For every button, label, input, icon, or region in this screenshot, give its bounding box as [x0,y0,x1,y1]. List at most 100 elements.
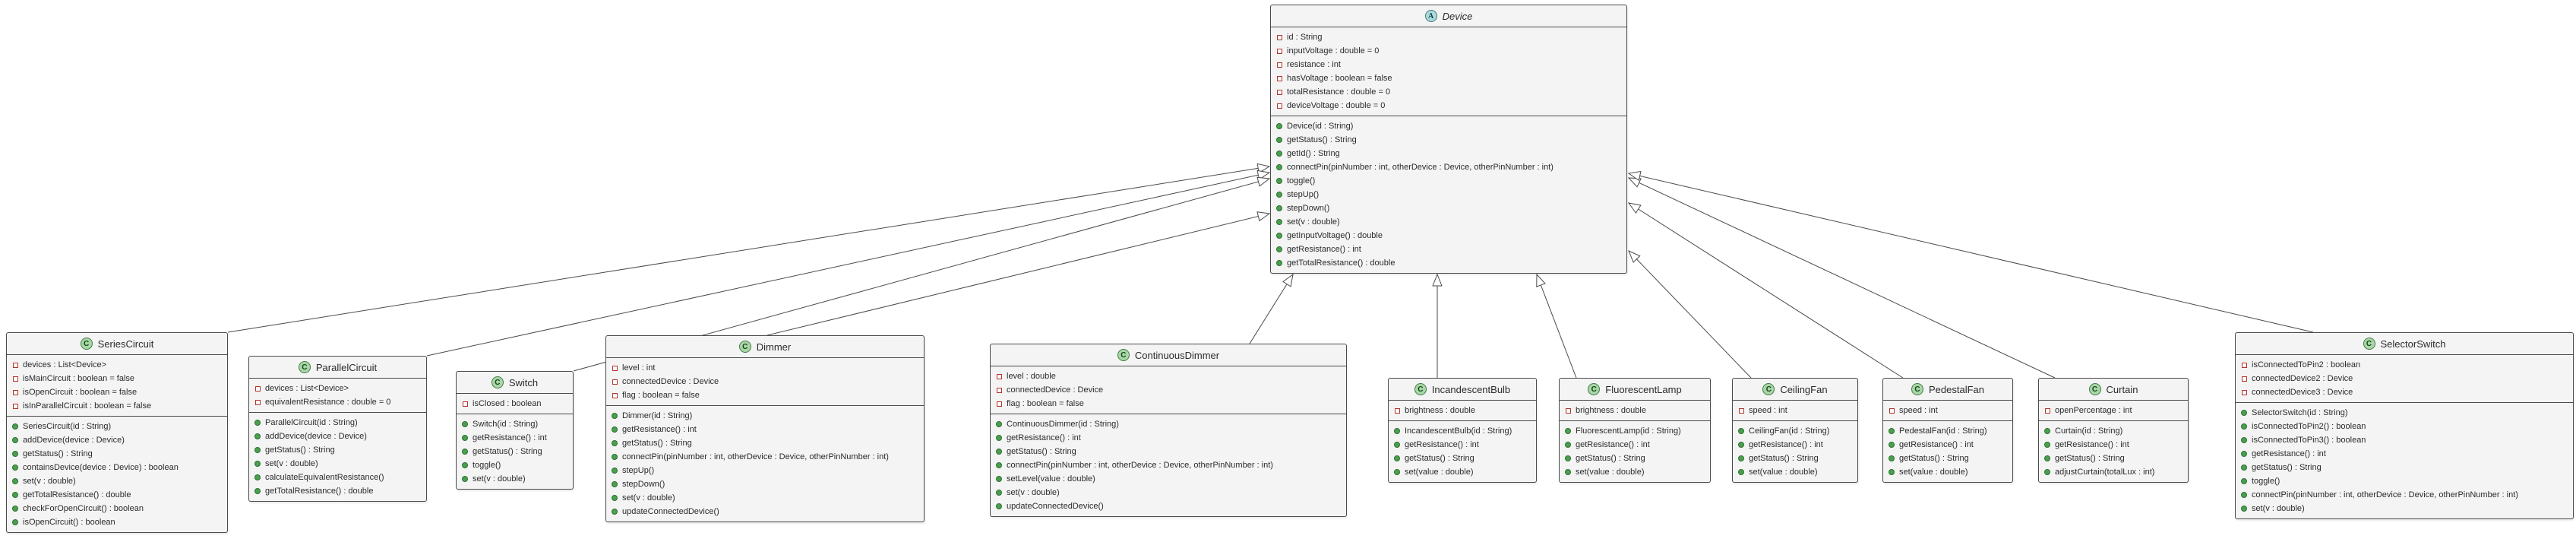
method-row: getStatus() : String [995,445,1342,458]
field-icon [1395,407,1400,414]
method-text: set(value : double) [1405,468,1474,477]
method-icon [12,451,18,457]
methods-section: SelectorSwitch(id : String)isConnectedTo… [2236,403,2573,518]
method-text: toggle() [1287,176,1316,185]
class-icon: C [491,376,504,388]
method-icon [1394,455,1400,461]
method-text: set(value : double) [1576,468,1645,477]
method-text: getTotalResistance() : double [265,487,374,496]
method-row: set(v : double) [461,472,568,486]
attributes-section: brightness : double [1389,401,1536,421]
attribute-text: brightness : double [1576,406,1646,415]
method-text: getId() : String [1287,149,1340,158]
attributes-section: devices : List<Device>isMainCircuit : bo… [7,355,227,417]
method-row: isConnectedToPin2() : boolean [2240,420,2568,433]
field-icon [13,389,18,395]
method-text: ContinuousDimmer(id : String) [1007,420,1119,429]
method-icon [254,447,261,453]
method-text: getTotalResistance() : double [1287,258,1395,268]
method-icon [462,462,468,468]
method-icon [1565,442,1571,448]
class-icon: C [1117,349,1130,361]
method-text: addDevice(device : Device) [265,432,367,441]
method-text: getStatus() : String [23,449,93,458]
method-row: getTotalResistance() : double [254,484,422,498]
method-row: getResistance() : int [1564,438,1705,452]
attribute-row: totalResistance : double = 0 [1275,85,1622,99]
method-row: set(value : double) [1564,465,1705,479]
attribute-text: level : double [1007,372,1056,381]
method-text: stepUp() [1287,190,1320,199]
class-title: IncandescentBulb [1431,383,1511,395]
field-icon [612,379,618,385]
method-row: isConnectedToPin3() : boolean [2240,433,2568,447]
method-text: getResistance() : int [1007,433,1081,442]
attributes-section: devices : List<Device>equivalentResistan… [249,379,426,413]
method-row: set(v : double) [11,474,223,488]
generalization-arrow-ContinuousDimmer-to-Device [1249,273,1294,344]
generalization-arrow-Curtain-to-Device [1627,177,2056,379]
attribute-text: brightness : double [1405,406,1475,415]
attribute-row: level : double [995,369,1342,383]
method-text: connectPin(pinNumber : int, otherDevice … [2252,490,2518,499]
field-icon [13,403,18,409]
methods-section: FluorescentLamp(id : String)getResistanc… [1560,421,1710,482]
attribute-text: inputVoltage : double = 0 [1287,46,1380,55]
attribute-row: isConnectedToPin2 : boolean [2240,358,2568,372]
method-text: set(v : double) [2252,504,2305,513]
method-icon [612,413,618,419]
method-icon [12,437,18,443]
class-title: ContinuousDimmer [1134,349,1220,361]
attribute-text: connectedDevice3 : Device [2252,388,2353,397]
method-icon [462,449,468,455]
method-row: connectPin(pinNumber : int, otherDevice … [611,450,919,464]
method-icon [2044,428,2050,434]
method-row: stepUp() [1275,188,1622,201]
field-icon [1566,407,1571,414]
class-icon: C [298,361,311,373]
method-row: adjustCurtain(totalLux : int) [2043,465,2183,479]
field-icon [1277,89,1282,95]
attribute-row: connectedDevice3 : Device [2240,385,2568,399]
method-icon [2044,455,2050,461]
method-icon [612,468,618,474]
method-text: containsDevice(device : Device) : boolea… [23,463,179,472]
method-row: getStatus() : String [1564,452,1705,465]
method-text: set(v : double) [23,477,76,486]
method-text: setLevel(value : double) [1007,474,1095,484]
method-text: stepDown() [622,480,665,489]
method-text: getResistance() : int [1899,440,1974,449]
method-icon [12,478,18,484]
method-icon [1276,260,1282,266]
method-row: toggle() [2240,474,2568,488]
method-text: stepUp() [622,466,655,475]
field-icon [1739,407,1744,414]
class-header-ContinuousDimmer[interactable]: C ContinuousDimmer [991,344,1346,366]
method-text: getTotalResistance() : double [23,490,131,499]
method-icon [2241,410,2247,416]
